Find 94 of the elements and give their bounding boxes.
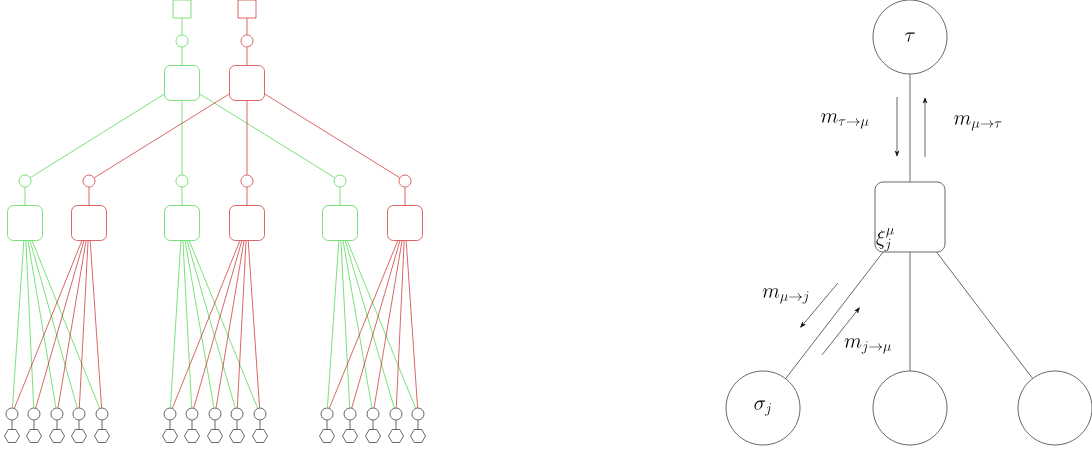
hexagon-node	[94, 429, 110, 443]
hexagon-node	[71, 429, 87, 443]
hexagon-node	[162, 429, 178, 443]
rounded-box	[164, 65, 200, 101]
connector-line	[327, 240, 340, 408]
connector-line	[259, 420, 261, 430]
connector-line	[405, 240, 418, 408]
rounded-box	[71, 205, 107, 241]
message-label: $m_{j\to\mu}$	[844, 338, 891, 354]
message-label: $m_{\mu\to\tau}$	[954, 115, 1002, 131]
connector-line	[191, 420, 193, 430]
connector-line	[101, 420, 103, 430]
connector-line	[247, 240, 260, 408]
connector-line	[181, 187, 183, 206]
rounded-box	[164, 205, 200, 241]
connector-line	[417, 420, 419, 430]
connector-line	[246, 18, 248, 35]
connector-line	[181, 18, 183, 35]
hexagon-node	[410, 429, 426, 443]
message-label: $m_{\tau\to\mu}$	[821, 113, 869, 129]
connector-line	[172, 240, 241, 409]
connector-line	[94, 93, 230, 178]
connector-line	[182, 240, 192, 408]
connector-line	[181, 47, 183, 66]
connector-line	[184, 240, 215, 409]
connector-line	[188, 240, 258, 409]
rounded-box	[387, 205, 423, 241]
hexagon-node	[4, 429, 20, 443]
connector-line	[404, 187, 406, 206]
connector-line	[170, 240, 182, 408]
hexagon-node	[342, 429, 358, 443]
connector-line	[936, 252, 1033, 379]
connector-line	[785, 252, 884, 379]
connector-line	[329, 240, 399, 409]
connector-line	[326, 420, 328, 430]
connector-line	[351, 240, 401, 409]
connector-line	[89, 240, 102, 408]
connector-line	[78, 420, 80, 430]
connector-line	[396, 240, 405, 408]
connector-line	[31, 240, 100, 409]
hexagon-node	[388, 429, 404, 443]
hexagon-node	[26, 429, 42, 443]
connector-line	[264, 93, 400, 178]
hexagon-node	[319, 429, 335, 443]
connector-line	[215, 240, 245, 409]
connector-line	[344, 240, 395, 409]
connector-line	[11, 420, 13, 430]
connector-line	[214, 420, 216, 430]
connector-line	[181, 100, 183, 175]
connector-line	[372, 420, 374, 430]
connector-line	[246, 187, 248, 206]
hexagon-node	[252, 429, 268, 443]
connector-line	[237, 240, 247, 408]
hexagon-node	[365, 429, 381, 443]
rounded-box	[229, 205, 265, 241]
connector-line	[193, 240, 243, 409]
connector-line	[246, 100, 248, 175]
connector-line	[88, 187, 90, 206]
connector-line	[35, 240, 85, 409]
connector-line	[236, 420, 238, 430]
rounded-box	[7, 205, 43, 241]
hexagon-node	[49, 429, 65, 443]
connector-line	[27, 240, 57, 409]
connector-line	[33, 420, 35, 430]
connector-line	[56, 420, 58, 430]
connector-line	[395, 420, 397, 430]
rounded-box	[229, 65, 265, 101]
connector-line	[373, 240, 403, 409]
connector-line	[909, 74, 911, 182]
connector-line	[12, 240, 25, 408]
factor-box: $\xi_j^\mu$	[874, 181, 946, 253]
connector-line	[30, 93, 165, 178]
connector-line	[349, 420, 351, 430]
hexagon-node	[184, 429, 200, 443]
connector-line	[25, 240, 34, 408]
connector-line	[199, 93, 335, 178]
rounded-box	[322, 205, 358, 241]
message-label: $m_{\mu\to j}$	[762, 288, 809, 304]
circle-node	[872, 370, 948, 446]
connector-line	[14, 240, 83, 409]
connector-line	[339, 187, 341, 206]
connector-line	[346, 240, 416, 409]
connector-line	[57, 240, 87, 409]
connector-line	[79, 240, 89, 408]
connector-line	[186, 240, 236, 409]
connector-line	[909, 252, 911, 371]
connector-line	[246, 47, 248, 66]
connector-line	[342, 240, 373, 409]
hexagon-node	[229, 429, 245, 443]
connector-line	[340, 240, 350, 408]
connector-line	[169, 420, 171, 430]
connector-line	[24, 187, 26, 206]
connector-line	[29, 240, 78, 409]
hexagon-node	[207, 429, 223, 443]
